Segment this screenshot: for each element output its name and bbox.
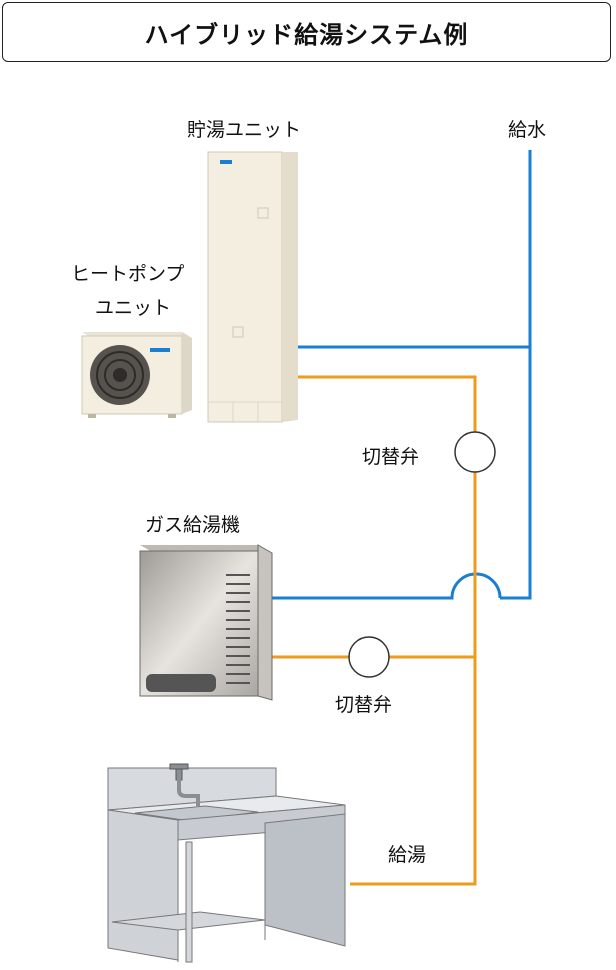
diagram-title: ハイブリッド給湯システム例 xyxy=(144,20,469,49)
switching-valve-lower xyxy=(348,636,390,678)
gas-heater-label: ガス給湯機 xyxy=(145,514,241,536)
vent-slits xyxy=(226,574,250,684)
switching-valve-upper xyxy=(454,431,496,473)
hot-water-label: 給湯 xyxy=(388,844,427,866)
gas-water-heater xyxy=(139,544,273,701)
tank-unit-label: 貯湯ユニット xyxy=(187,119,302,141)
title-box: ハイブリッド給湯システム例 xyxy=(2,2,611,62)
heat-pump-label-line1: ヒートポンプ xyxy=(71,263,185,285)
valve-lower-label: 切替弁 xyxy=(335,694,393,716)
water-supply-label: 給水 xyxy=(508,119,547,141)
exhaust-vent xyxy=(146,674,216,692)
valve-upper-label: 切替弁 xyxy=(362,446,420,468)
hot-pipe-from-tank xyxy=(298,375,477,886)
kitchen-sink xyxy=(107,763,346,963)
tank-unit xyxy=(207,151,298,423)
heat-pump-label-line2: ユニット xyxy=(95,297,172,319)
heat-pump-unit xyxy=(81,332,192,418)
water-pipe-to-gas-heater xyxy=(270,572,502,600)
water-supply-pipes xyxy=(270,150,532,600)
water-main-pipe xyxy=(500,150,532,600)
faucet-icon xyxy=(169,763,200,806)
